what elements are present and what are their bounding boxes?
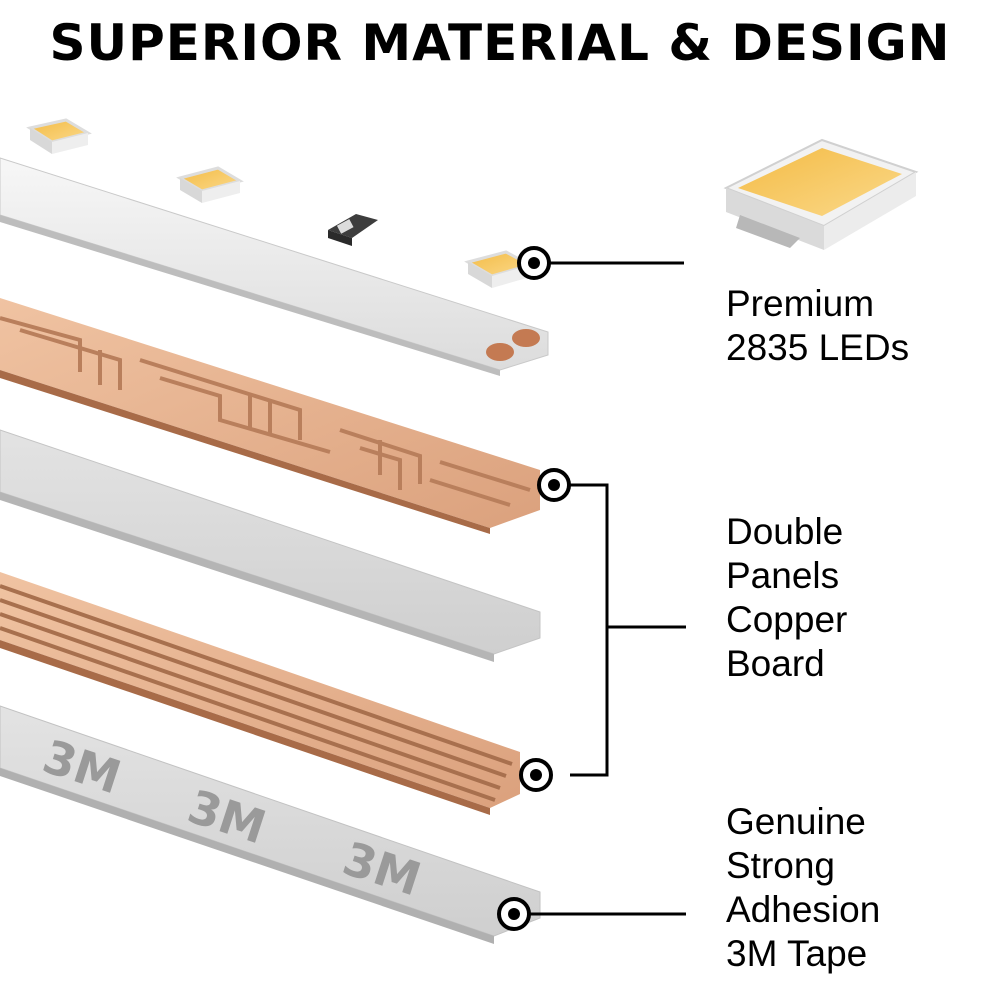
callout-copper	[570, 483, 686, 777]
callout-label-leds: Premium 2835 LEDs	[726, 282, 909, 370]
adhesive-tape-layer: 3M 3M 3M	[0, 705, 541, 944]
callout-marker-icon	[537, 468, 571, 502]
led-strip-layer	[0, 118, 549, 376]
callout-label-line: Board	[726, 643, 825, 684]
callout-marker-icon	[497, 897, 531, 931]
callout-label-line: Genuine	[726, 801, 866, 842]
callout-label-line: Strong	[726, 845, 836, 886]
callout-label-line: 2835 LEDs	[726, 327, 910, 368]
callout-label-line: 3M Tape	[726, 933, 868, 974]
callout-label-line: Double	[726, 511, 844, 552]
copper-bus-layer	[0, 572, 520, 815]
led-chip	[26, 118, 92, 154]
led-chip	[176, 166, 244, 203]
tape-3m-mark: 3M	[337, 831, 428, 906]
page-title: SUPERIOR MATERIAL & DESIGN	[49, 14, 951, 72]
insulation-layer	[0, 429, 541, 662]
callout-label-copper: Double Panels Copper Board	[726, 510, 847, 686]
tape-3m-mark: 3M	[182, 779, 273, 854]
callout-marker-icon	[519, 758, 553, 792]
callout-marker-icon	[517, 246, 551, 280]
callout-label-line: Adhesion	[726, 889, 881, 930]
callout-label-line: Copper	[726, 599, 848, 640]
callout-label-tape: Genuine Strong Adhesion 3M Tape	[726, 800, 880, 976]
callout-label-line: Panels	[726, 555, 840, 596]
callout-label-line: Premium	[726, 283, 875, 324]
resistor-chip	[328, 214, 378, 246]
copper-circuit-layer	[0, 298, 540, 534]
led-chip-closeup	[723, 138, 919, 250]
tape-3m-mark: 3M	[37, 729, 128, 804]
